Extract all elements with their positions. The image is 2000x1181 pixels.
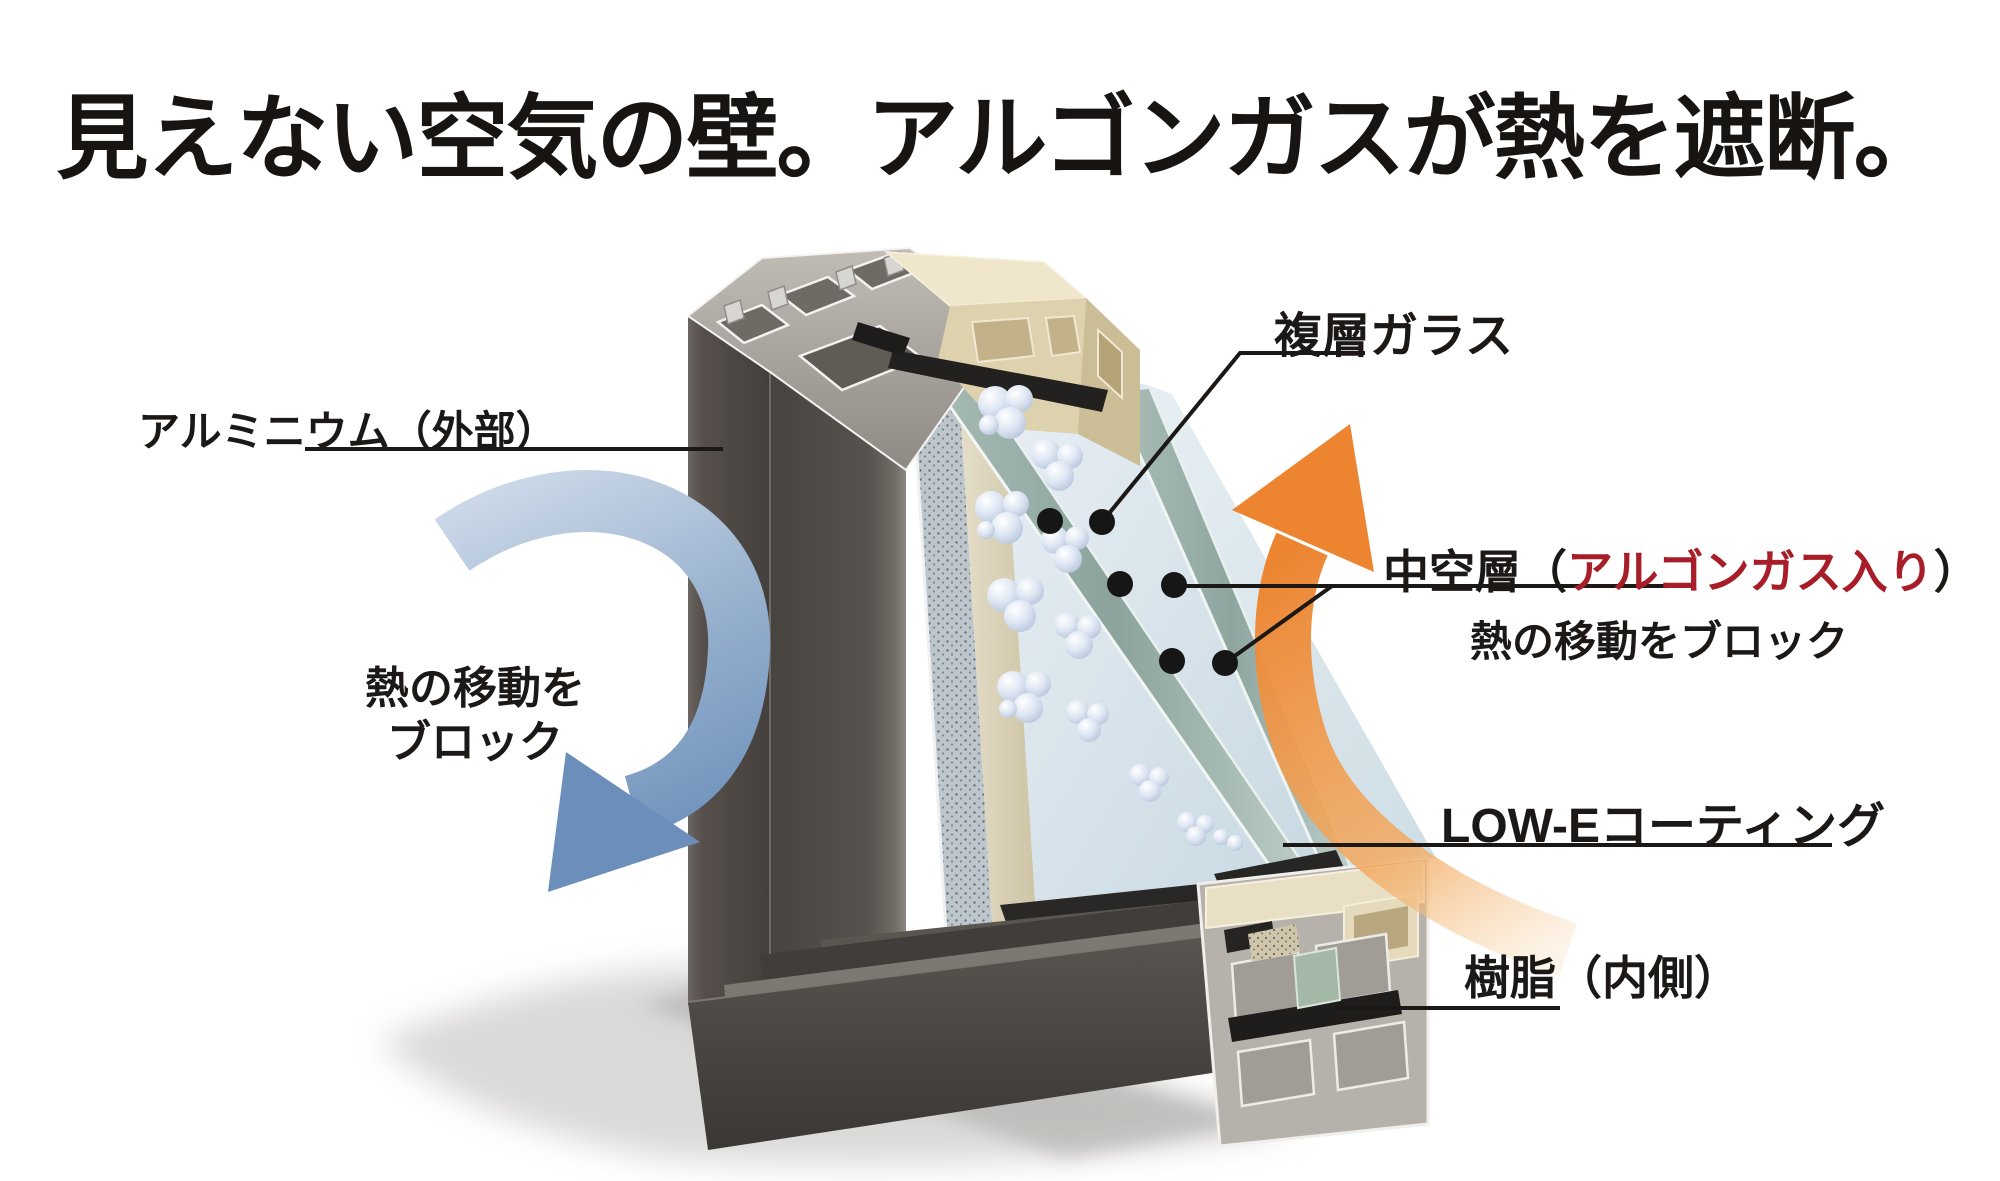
blue-arrowhead: [548, 752, 700, 892]
callout-aluminum-exterior: アルミニウム（外部）: [138, 408, 558, 455]
orange-arrowhead: [1232, 424, 1374, 572]
heat-flow-arrow-orange: [1232, 424, 1577, 977]
heat-block-note-line1: 熱の移動を: [365, 664, 585, 713]
glass-edge-spacer: [1292, 946, 1342, 1010]
callout-multilayer-glass: 複層ガラス: [1274, 310, 1514, 363]
head-gasket: [888, 350, 1108, 412]
callout-dots: [1037, 508, 1238, 676]
heat-block-note-line2: ブロック: [387, 717, 563, 767]
sill-cut-section: [1196, 850, 1430, 1148]
resin-head-block: [852, 251, 1140, 466]
outer-pane-edge: [913, 352, 1314, 883]
heat-block-note-left: 熱の移動を ブロック: [330, 662, 620, 769]
headline: 見えない空気の壁。アルゴンガスが熱を遮断。: [56, 88, 1945, 190]
air-gap: [1000, 342, 1352, 916]
heat-flow-arrow-blue: [434, 470, 771, 892]
air-layer-suffix: ）: [1933, 546, 1980, 598]
thermal-break-bar: [1228, 990, 1402, 1042]
callout-air-layer: 中空層（アルゴンガス入り）: [1383, 536, 1980, 602]
air-layer-highlight: アルゴンガス入り: [1567, 546, 1934, 598]
air-layer-prefix: 中空層（: [1383, 546, 1567, 598]
callout-air-layer-sublabel: 熱の移動をブロック: [1470, 618, 1849, 665]
sill-frame: [687, 850, 1430, 1150]
interior-resin-strip: [956, 342, 1036, 924]
callout-lowe-coating: LOW-Eコーティング: [1441, 800, 1886, 853]
callout-resin-interior: 樹脂（内側）: [1464, 952, 1740, 1004]
argon-gas-molecules: [975, 385, 1243, 851]
callout-leader-lines: [305, 351, 1832, 1010]
